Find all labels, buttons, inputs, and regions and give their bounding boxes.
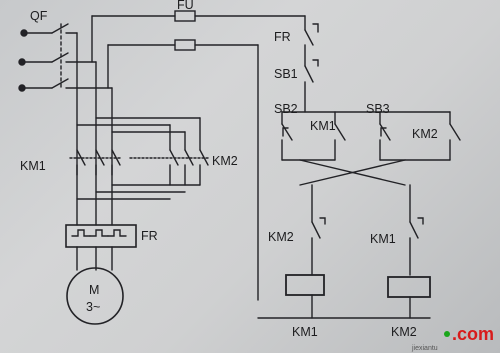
fr-thermal-relay bbox=[65, 224, 137, 271]
control-start-branch bbox=[281, 111, 461, 186]
label-motor-phase: 3~ bbox=[86, 300, 100, 314]
reversing-wiring bbox=[76, 117, 201, 151]
label-km1-aux: KM1 bbox=[310, 119, 336, 133]
label-km1-main: KM1 bbox=[20, 159, 46, 173]
km1-main-contacts bbox=[69, 149, 121, 176]
watermark-text: .com bbox=[452, 324, 494, 344]
label-coil-km2: KM2 bbox=[391, 325, 417, 339]
label-km2-interlock: KM2 bbox=[268, 230, 294, 244]
km2-main-contacts bbox=[76, 149, 211, 200]
watermark: .com jiexiantu bbox=[411, 324, 494, 352]
label-motor-m: M bbox=[89, 283, 99, 297]
label-km2-main: KM2 bbox=[212, 154, 238, 168]
label-sb1: SB1 bbox=[274, 67, 298, 81]
qf-breaker bbox=[18, 23, 113, 92]
motor bbox=[66, 267, 124, 325]
watermark-subtext: jiexiantu bbox=[411, 345, 438, 352]
label-km1-interlock: KM1 bbox=[370, 232, 396, 246]
label-qf: QF bbox=[30, 9, 48, 23]
label-fr-ctrl: FR bbox=[274, 30, 291, 44]
label-km2-aux: KM2 bbox=[412, 127, 438, 141]
label-fu: FU bbox=[177, 0, 194, 12]
fu-fuses bbox=[91, 10, 306, 301]
label-sb2: SB2 bbox=[274, 102, 298, 116]
control-stop-chain bbox=[304, 15, 319, 113]
control-interlocks bbox=[257, 184, 431, 319]
label-fr-main: FR bbox=[141, 229, 158, 243]
label-coil-km1: KM1 bbox=[292, 325, 318, 339]
label-sb3: SB3 bbox=[366, 102, 390, 116]
main-phase-lines bbox=[76, 32, 113, 226]
